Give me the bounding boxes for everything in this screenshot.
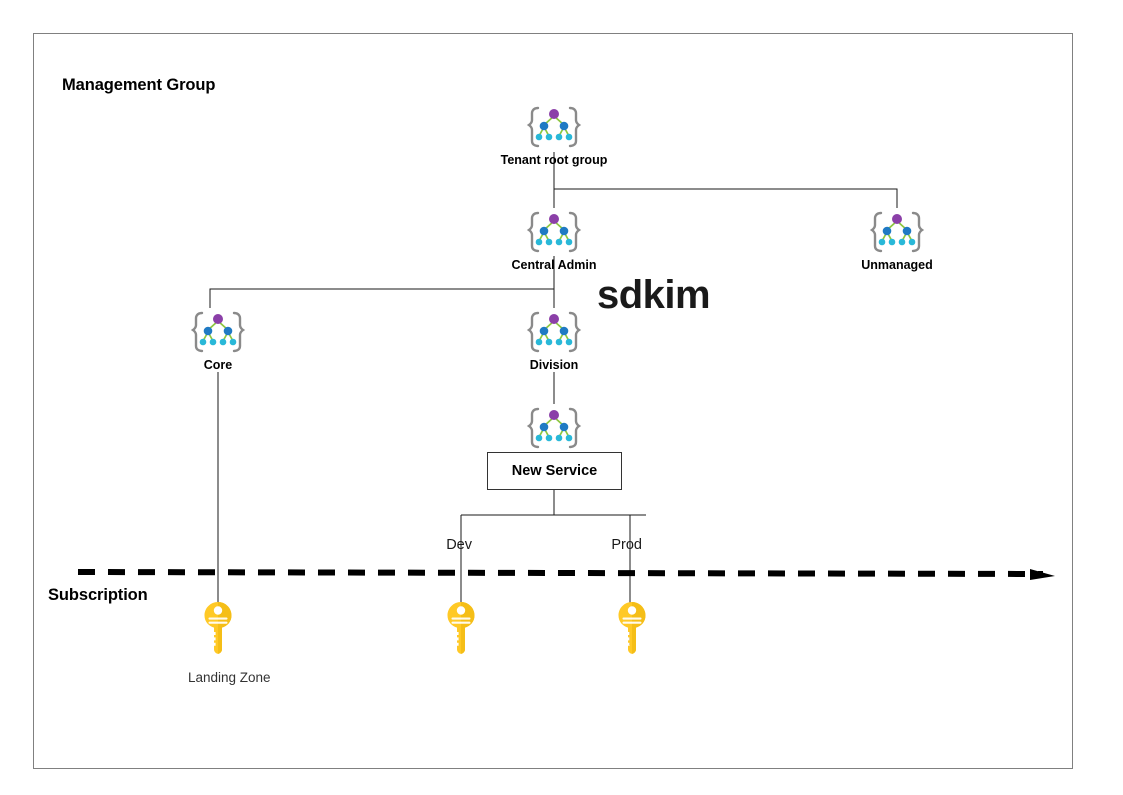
subscription-landing-zone[interactable]: Landing Zone <box>188 600 271 685</box>
node-unmanaged[interactable]: Unmanaged <box>842 208 952 272</box>
node-tenant-root-group[interactable]: Tenant root group <box>499 103 609 167</box>
management-group-icon <box>526 407 582 449</box>
node-label: Tenant root group <box>500 153 608 167</box>
management-group-icon <box>869 211 925 253</box>
key-icon <box>447 602 475 654</box>
management-group-icon <box>190 311 246 353</box>
section-heading-subscription: Subscription <box>48 586 148 604</box>
diagram-outer-frame <box>33 33 1073 769</box>
sdkim-label: sdkim <box>597 273 711 317</box>
subscription-label: Landing Zone <box>188 670 271 685</box>
subscription-dev[interactable] <box>431 600 491 670</box>
node-label: Division <box>529 358 579 372</box>
management-group-icon <box>526 106 582 148</box>
node-division[interactable]: Division <box>499 308 609 372</box>
node-label: Core <box>203 358 233 372</box>
key-icon <box>204 602 232 654</box>
node-label: Central Admin <box>511 258 597 272</box>
subscription-prod[interactable] <box>602 600 662 670</box>
node-label: Unmanaged <box>861 258 933 272</box>
section-heading-management-group: Management Group <box>62 76 216 94</box>
node-label: New Service <box>511 463 598 479</box>
key-icon <box>618 602 646 654</box>
node-new-service-box[interactable]: New Service <box>487 452 622 490</box>
edge-label-prod: Prod <box>611 537 642 553</box>
management-group-icon <box>526 211 582 253</box>
management-group-icon <box>526 311 582 353</box>
edge-label-dev: Dev <box>446 537 472 553</box>
node-new-service[interactable] <box>499 404 609 452</box>
node-core[interactable]: Core <box>163 308 273 372</box>
node-central-admin[interactable]: Central Admin <box>499 208 609 272</box>
